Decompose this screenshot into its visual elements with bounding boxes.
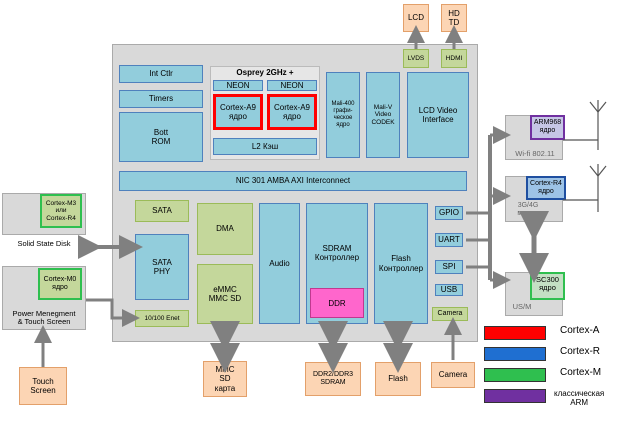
int-ctlr-block: Int Ctlr [119,65,203,83]
camera-external: Camera [431,362,475,388]
usim-label: US/M [512,302,532,311]
neon-right: NEON [267,80,317,91]
legend-swatch-cortex-m [484,368,546,382]
touch-screen: Touch Screen [19,367,67,405]
cortex-a9-right: Cortex-A9 ядро [267,94,317,130]
spi-block: SPI [435,260,463,274]
antenna-icon [563,100,607,212]
legend-swatch-cortex-a [484,326,546,340]
legend-label-cortex-m: Cortex-M [560,367,602,378]
ssd-label: Solid State Disk [17,239,71,248]
cortex-a9-left: Cortex-A9 ядро [213,94,263,130]
pm-label: Power Menegment & Touch Screen [12,309,76,327]
usb-block: USB [435,284,463,296]
lvds-block: LVDS [403,49,429,68]
flash-controller: Flash Контроллер [374,203,428,324]
uart-block: UART [435,233,463,247]
ddr-block: DDR [310,288,364,318]
legend-swatch-classic-arm [484,389,546,403]
ddr-sdram: DDR2/DDR3 SDRAM [305,362,361,396]
l2-cache: L2 Кэш [213,138,317,155]
osprey-label: Osprey 2GHz + [236,68,294,77]
legend-label-cortex-r: Cortex-R [560,346,601,357]
legend-label-classic-arm: классическая ARM [554,389,605,407]
neon-left: NEON [213,80,263,91]
dma-block: DMA [197,203,253,255]
boot-rom-block: Bott ROM [119,112,203,162]
wifi-core: ARM968 ядро [530,115,565,140]
emmc-block: eMMC MMC SD [197,264,253,324]
hdmi-block: HDMI [441,49,467,68]
nic-interconnect: NIC 301 AMBA AXI Interconnect [119,171,467,191]
mali-video-block: Mali-V Video CODEK [366,72,400,158]
ssd-core: Cortex-M3 или Cortex-R4 [40,194,82,228]
timers-block: Timers [119,90,203,108]
mali-400-block: Mali-400 графи- ческое ядро [326,72,360,158]
modem-core: Cortex-R4 ядро [526,176,566,200]
enet-block: 10/100 Enet [135,310,189,327]
sata-block: SATA [135,200,189,222]
legend-swatch-cortex-r [484,347,546,361]
sata-phy-block: SATA PHY [135,234,189,300]
pm-core: Cortex-M0 ядро [38,268,82,300]
legend-label-cortex-a: Cortex-A [560,325,600,336]
wifi-label: Wi-fi 802.11 [515,149,555,158]
lcd-interface-block: LCD Video Interface [407,72,469,158]
gpio-block: GPIO [435,206,463,220]
audio-block: Audio [259,203,300,324]
